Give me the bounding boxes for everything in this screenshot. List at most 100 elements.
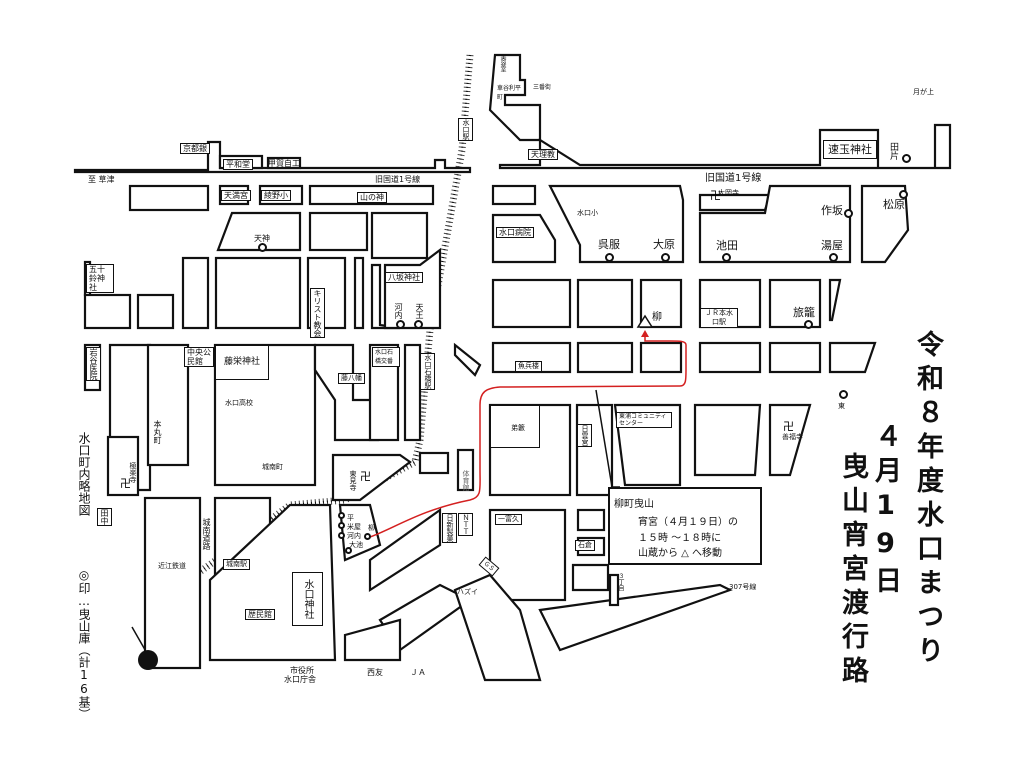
label-heiwado: 平和堂: [223, 159, 253, 170]
hikiyama-garage-marker: [902, 154, 911, 163]
temple-icon: 卍: [710, 189, 721, 202]
label-higashi: 東: [838, 402, 845, 410]
label-jonan-station: 城南駅: [223, 559, 250, 570]
label-tsukigakami: 月が上: [913, 88, 934, 96]
note-line3: 山蔵から △ へ移動: [638, 548, 723, 559]
label-sanchome: ３丁目: [617, 573, 624, 591]
label-kyotogin: 京都銀: [180, 143, 210, 154]
label-chuo-kominkan: 中央公民館: [184, 347, 214, 367]
label-sanbangai: 三番街: [533, 84, 552, 91]
label-kyu-kokudo-right: 旧国道1号線: [705, 173, 762, 184]
city-blocks: [73, 53, 952, 682]
label-nisshin-seika: 日新製菓: [442, 513, 457, 543]
label-yanagi2: 柳: [368, 524, 375, 532]
label-iwatani-iin: 岩谷医院: [86, 347, 101, 381]
hikiyama-garage-marker: [899, 190, 908, 199]
hikiyama-garage-marker: [605, 253, 614, 262]
hikiyama-garage-marker: [804, 320, 813, 329]
hikiyama-garage-marker: [396, 320, 405, 329]
label-ntt: ＮＴＴ: [458, 513, 473, 536]
label-hiyoshigu: 日雲宮: [577, 424, 592, 447]
label-zenpukuji: 善福寺: [782, 433, 803, 441]
label-kawachi: 河内: [394, 303, 403, 319]
label-ishibashi-koban: 水口石橋交番: [372, 347, 400, 367]
hikiyama-garage-marker: [722, 253, 731, 262]
note-line2: １５時 ～１８時に: [638, 533, 722, 544]
hikiyama-garage-marker: [829, 253, 838, 262]
label-ayano-sho: 綾野小: [261, 190, 291, 201]
schedule-note: 柳町曳山 宵宮（４月１９日）の １５時 ～１８時に 山蔵から △ へ移動: [608, 487, 762, 565]
label-yanagi: 柳: [652, 312, 662, 323]
label-ohmi-railway: 近江鉄道: [158, 562, 186, 570]
label-tenmangu: 天満宮: [221, 190, 251, 201]
label-yuya: 湯屋: [821, 239, 843, 252]
label-oike: 大池: [349, 541, 363, 549]
label-jonanmachi: 城南町: [262, 463, 283, 471]
label-ryokago: 旅籠: [793, 306, 815, 319]
label-gofuku: 呉服: [598, 238, 620, 251]
label-takatama-jinja: 速玉神社: [823, 140, 877, 159]
label-minaguchi-koko: 水口高校: [225, 399, 253, 407]
route-title: 曳山宵宮渡行路: [837, 452, 868, 690]
label-uohei: 魚兵楼: [515, 361, 542, 372]
label-minaguchi-chosha: 水口庁舎: [284, 675, 316, 684]
label-shiyakusho: 市役所: [290, 666, 314, 675]
label-tenrikyo: 天理教: [528, 149, 558, 160]
label-sakuzaka: 作坂: [821, 204, 843, 217]
label-higashiura-center: 東浦コミュニティセンター: [616, 412, 672, 428]
label-minaguchi-sho: 水口小: [577, 209, 598, 217]
hikiyama-garage-marker: [338, 522, 345, 529]
label-ishikura: 石倉: [575, 540, 595, 551]
label-to-kusatsu: 至 草津: [88, 175, 115, 184]
hikiyama-garage-marker: [661, 253, 670, 262]
label-nishitomo: 西友: [367, 668, 383, 677]
temple-icon: 卍: [360, 470, 371, 483]
label-ikeda: 池田: [716, 239, 738, 252]
hikiyama-garage-marker: [345, 547, 352, 554]
label-christ-church: キリスト教会: [310, 288, 325, 338]
label-toukenji: 東見寺: [349, 470, 357, 491]
hikiyama-garage-marker: [338, 532, 345, 539]
label-ja: ＪＡ: [410, 668, 426, 677]
label-fujiei-jinja: 藤栄神社: [215, 345, 270, 380]
note-heading: 柳町曳山: [614, 499, 654, 510]
label-rekimin-kan: 歴民館: [245, 609, 275, 620]
hikiyama-garage-marker: [338, 512, 345, 519]
label-jonan-road: 城南道路: [202, 518, 211, 550]
label-honmarumachi: 本丸町: [153, 420, 162, 444]
label-komeya: 米屋: [347, 523, 361, 531]
label-koka-jiko: 甲賀自工: [268, 159, 300, 168]
festival-date: ４月19日: [870, 422, 901, 600]
hikiyama-garage-marker: [414, 320, 423, 329]
route-arrow-icon: [641, 330, 649, 337]
label-yasaka-jinja: 八坂神社: [385, 272, 423, 283]
festival-title: 令和８年度水口まつり: [912, 330, 943, 670]
hikiyama-garage-marker: [839, 390, 848, 399]
label-tenjin: 天神: [254, 234, 270, 243]
label-daikoji: 大岡寺: [718, 189, 739, 197]
label-matsubara: 松原: [883, 198, 905, 211]
compass-icon: [138, 650, 158, 670]
label-katada: 田片: [888, 142, 898, 160]
label-fujihachi: 藤八幡: [338, 373, 365, 384]
label-biyoshitsu: 美容室: [499, 54, 506, 72]
label-tanaka: 田中: [97, 508, 112, 526]
label-taiikukan: 体育館: [462, 470, 470, 491]
label-jr-honminaguchi: ＪＲ本水口駅: [700, 308, 738, 328]
label-kurumadani: 車谷利平町: [497, 85, 522, 101]
label-tenno: 天王: [415, 303, 424, 319]
note-line1: 宵宮（４月１９日）の: [638, 517, 738, 528]
label-ichitomiku: 一富久: [495, 514, 522, 525]
label-minaguchi-jinja: 水口神社: [292, 572, 323, 626]
label-hazui: ハズイ: [457, 588, 478, 596]
label-taira: 平: [347, 514, 354, 522]
procession-route: [369, 333, 687, 538]
yanagi-destination-triangle: [636, 314, 654, 328]
label-ishibashi-station: 水口石橋駅: [420, 353, 435, 390]
label-route307: 307号線: [729, 583, 757, 591]
label-kawachi2: 河内: [347, 532, 361, 540]
hikiyama-garage-marker: [364, 533, 371, 540]
map-title: 水口町内略地図: [77, 432, 91, 516]
